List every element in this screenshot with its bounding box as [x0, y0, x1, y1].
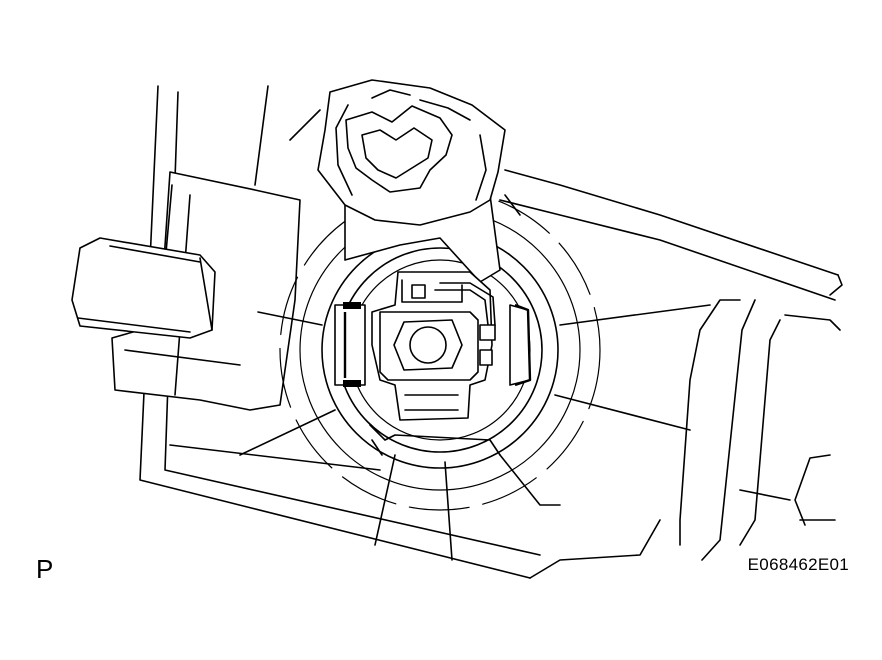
bulb-body: [369, 271, 501, 456]
figure-id: E068462E01: [747, 555, 849, 574]
bulb-base: [334, 302, 532, 387]
view-label: P: [36, 554, 54, 584]
socket-wrench: [317, 79, 506, 283]
connector-plug: [71, 171, 301, 411]
radial-ribs: [239, 194, 711, 561]
